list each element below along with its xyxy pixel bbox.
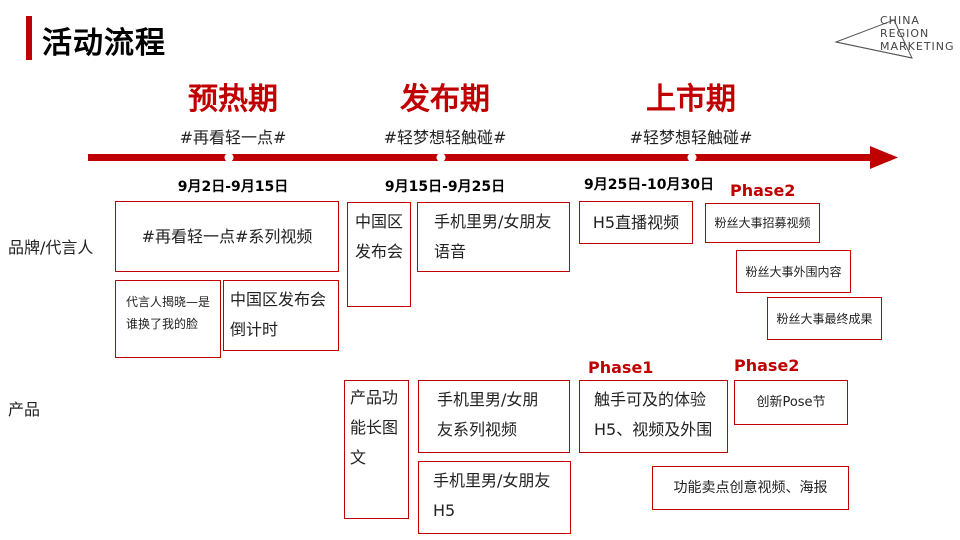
- china-region-marketing-logo: CHINA REGION MARKETING: [834, 14, 955, 62]
- timeline-marker-1: [224, 153, 234, 162]
- box-touch-experience: 触手可及的体验H5、视频及外围: [579, 380, 728, 453]
- box-feature-video: 功能卖点创意视频、海报: [652, 466, 849, 510]
- phase-market-hashtag: #轻梦想轻触碰#: [629, 128, 753, 147]
- phase-launch-title: 发布期: [400, 82, 490, 117]
- box-fan-final: 粉丝大事最终成果: [767, 297, 882, 340]
- box-brand-video-series: #再看轻一点#系列视频: [115, 201, 339, 272]
- phase-market-date: 9月25日-10月30日: [584, 177, 714, 193]
- phase-launch-hashtag: #轻梦想轻触碰#: [383, 128, 507, 147]
- box-pose-festival: 创新Pose节: [734, 380, 848, 425]
- phase-launch-date: 9月15日-9月25日: [384, 179, 506, 195]
- product-phase2-tag: Phase2: [734, 356, 800, 375]
- phase-warmup-hashtag: #再看轻一点#: [179, 128, 287, 147]
- box-phone-video-series: 手机里男/女朋友系列视频: [418, 380, 570, 453]
- logo-line-1: CHINA: [880, 14, 920, 27]
- phase-warmup-date: 9月2日-9月15日: [177, 179, 289, 195]
- timeline-marker-3: [687, 153, 697, 162]
- box-phone-voice: 手机里男/女朋友语音: [417, 202, 570, 272]
- timeline-marker-2: [436, 153, 446, 162]
- logo-line-2: REGION: [880, 27, 930, 40]
- box-cn-launch-event: 中国区发布会: [347, 202, 411, 307]
- box-phone-h5: 手机里男/女朋友H5: [418, 461, 571, 534]
- logo-mark-icon: [834, 19, 913, 59]
- page-title: 活动流程: [42, 26, 166, 61]
- title-accent-bar: [26, 16, 32, 60]
- box-fan-recruit: 粉丝大事招募视频: [705, 203, 820, 243]
- timeline-arrow: [88, 146, 898, 169]
- box-cn-launch-countdown: 中国区发布会倒计时: [223, 280, 339, 351]
- box-spokesperson-reveal: 代言人揭晓—是谁换了我的脸: [115, 280, 221, 358]
- box-fan-external: 粉丝大事外围内容: [736, 250, 851, 293]
- box-h5-live: H5直播视频: [579, 201, 693, 244]
- row-label-product: 产品: [8, 400, 41, 419]
- logo-line-3: MARKETING: [880, 40, 955, 53]
- phase-warmup-title: 预热期: [188, 82, 278, 117]
- box-product-long-image: 产品功能长图文: [344, 380, 409, 519]
- row-label-brand: 品牌/代言人: [8, 238, 94, 257]
- product-phase1-tag: Phase1: [588, 358, 654, 377]
- phase-market-title: 上市期: [646, 82, 736, 117]
- brand-phase2-tag: Phase2: [730, 181, 796, 200]
